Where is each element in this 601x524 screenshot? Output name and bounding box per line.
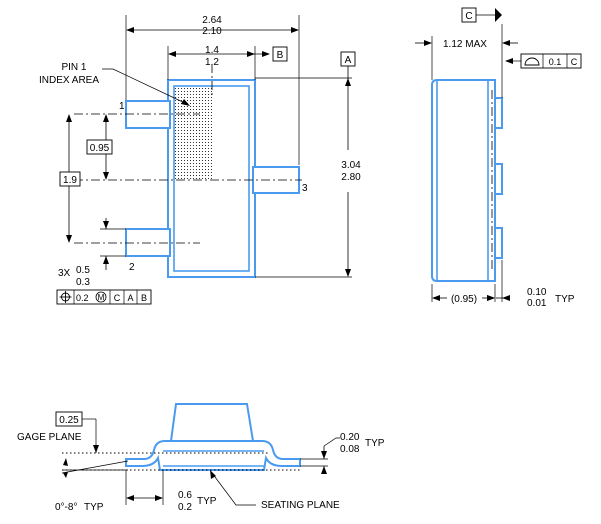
- fcf-datum-3: B: [141, 293, 147, 303]
- datum-b-label: B: [277, 50, 284, 61]
- flatness-tolerance: 0.1: [549, 57, 562, 67]
- dim-foot-max: 0.6: [178, 490, 192, 501]
- position-symbol-icon: [59, 291, 72, 303]
- dim-foot-suffix: TYP: [197, 496, 217, 507]
- side-lead-top: [494, 97, 503, 129]
- package-body-inner: [173, 85, 250, 272]
- end-view: 0.25 GAGE PLANE 0°-8° TYP 0.6 0.2 TYP SE…: [17, 403, 385, 513]
- flatness-tolerance-frame: 0.1 C: [520, 53, 582, 69]
- datum-c-triangle-icon: [495, 8, 502, 22]
- end-body-lower: [125, 440, 301, 471]
- dim-pitch-small: 0.95: [90, 143, 110, 154]
- fcf-tolerance: 0.2: [76, 293, 89, 303]
- top-view: 2.64 2.10 B 1.4 1.2 A 3.04 2.80 PIN 1 IN…: [39, 15, 361, 305]
- dim-thickness-max: 0.20: [340, 432, 360, 443]
- dim-height-max: 1.12 MAX: [443, 39, 487, 50]
- datum-c-label: C: [465, 11, 472, 22]
- end-body-top: [169, 403, 255, 442]
- pin-3-number: 3: [302, 183, 308, 194]
- dim-length-max: 3.04: [341, 160, 361, 171]
- dim-width-min: 2.10: [202, 26, 222, 37]
- dim-thickness-suffix: TYP: [365, 438, 385, 449]
- dim-body-width-min: 1.2: [205, 57, 219, 68]
- pin1-label-line1: PIN 1: [61, 62, 86, 73]
- dim-standoff-suffix: TYP: [555, 294, 575, 305]
- pin1-index-area: [175, 87, 213, 179]
- angle-suffix: TYP: [84, 502, 104, 513]
- lead-count: 3X: [58, 268, 71, 279]
- dim-length-min: 2.80: [341, 172, 361, 183]
- flatness-datum: C: [571, 57, 578, 67]
- gage-value: 0.25: [59, 415, 79, 426]
- dim-width-max: 2.64: [202, 15, 222, 26]
- angle-label: 0°-8°: [55, 502, 77, 513]
- pin-2-number: 2: [129, 262, 135, 273]
- fcf-modifier: M: [98, 293, 105, 302]
- lead-pin-1: [125, 100, 171, 129]
- dim-foot-min: 0.2: [178, 502, 192, 513]
- side-body-outline: [431, 79, 496, 282]
- dim-lead-width-min: 0.3: [76, 277, 90, 288]
- dim-lead-width-max: 0.5: [76, 265, 90, 276]
- dim-pitch-large: 1.9: [63, 175, 77, 186]
- lead-pin-2: [125, 228, 171, 257]
- dim-thickness-min: 0.08: [340, 444, 360, 455]
- seating-plane-label: SEATING PLANE: [261, 500, 340, 511]
- datum-a-label: A: [345, 55, 352, 66]
- side-view: C 1.12 MAX 0.1 C (0.95): [415, 7, 582, 309]
- fcf-datum-2: A: [127, 293, 133, 303]
- position-tolerance-frame: 0.2 M C A B: [56, 289, 152, 305]
- side-lead-middle: [494, 163, 503, 195]
- side-lead-bottom: [494, 227, 503, 259]
- fcf-datum-1: C: [114, 293, 121, 303]
- dim-body-width-max: 1.4: [205, 45, 219, 56]
- pin1-label-line2: INDEX AREA: [39, 75, 99, 86]
- mmc-modifier-icon: [95, 291, 107, 303]
- dim-ref-spacing: (0.95): [451, 294, 477, 305]
- gage-plane-label: GAGE PLANE: [17, 432, 82, 443]
- profile-surface-icon: [524, 57, 540, 66]
- dim-standoff-min: 0.01: [527, 298, 547, 309]
- pin-1-number: 1: [119, 101, 125, 112]
- lead-pin-3: [252, 166, 300, 194]
- dim-standoff-max: 0.10: [527, 287, 547, 298]
